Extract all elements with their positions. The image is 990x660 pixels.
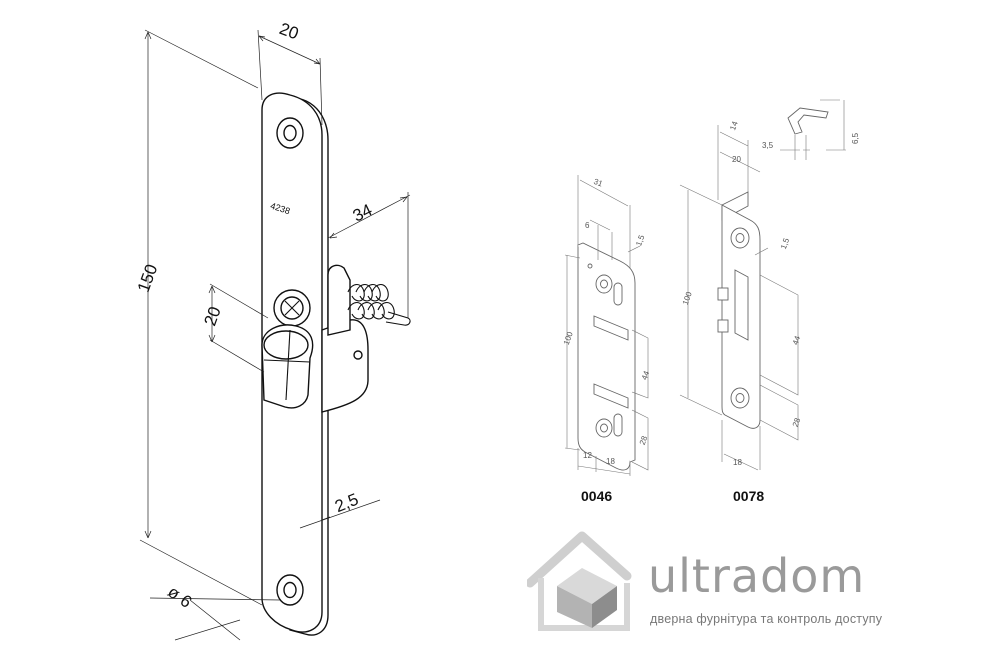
d46-dim-3: 1,5 [634, 233, 646, 247]
dim-height: 150 [134, 262, 162, 295]
dim-hole: ø 6 [164, 582, 195, 612]
brand-name: ultradom [648, 549, 866, 603]
brand-tagline: дверна фурнітура та контроль доступу [650, 612, 883, 626]
variant-0046-code: 0046 [581, 488, 612, 504]
main-dimension-lines [139, 29, 411, 641]
d46-dim-6: 28 [638, 434, 650, 446]
d46-dim-5: 44 [640, 369, 652, 381]
d78-dim-1: 14 [728, 120, 740, 132]
variant-0078-code: 0078 [733, 488, 764, 504]
dim-roller: 20 [200, 304, 224, 328]
variant-0046-drawing [564, 175, 649, 476]
d46-dim-4: 100 [562, 330, 575, 346]
main-strike-plate [261, 92, 411, 636]
d78-dim-5: 1,5 [779, 236, 791, 250]
d46-dim-8: 18 [606, 457, 615, 466]
spring [347, 283, 411, 326]
d78-dim-4: 6,5 [851, 132, 860, 144]
d78-dim-3: 3,5 [762, 141, 774, 150]
dim-width: 20 [277, 19, 301, 43]
d78-dim-2: 20 [732, 155, 741, 164]
ultradom-logo-icon [527, 531, 632, 631]
d78-dim-6: 100 [681, 290, 694, 306]
dim-thickness: 2,5 [332, 490, 361, 516]
d46-dim-1: 31 [592, 177, 604, 189]
d78-dim-7: 44 [791, 334, 803, 346]
d78-dim-8: 28 [791, 416, 803, 428]
d46-dim-2: 6 [585, 221, 590, 230]
variant-0078-drawing [679, 99, 846, 471]
dim-projection: 34 [350, 200, 375, 225]
d46-dim-7: 12 [583, 451, 592, 460]
plate-label: 4238 [269, 201, 291, 217]
d78-dim-9: 18 [733, 458, 742, 467]
